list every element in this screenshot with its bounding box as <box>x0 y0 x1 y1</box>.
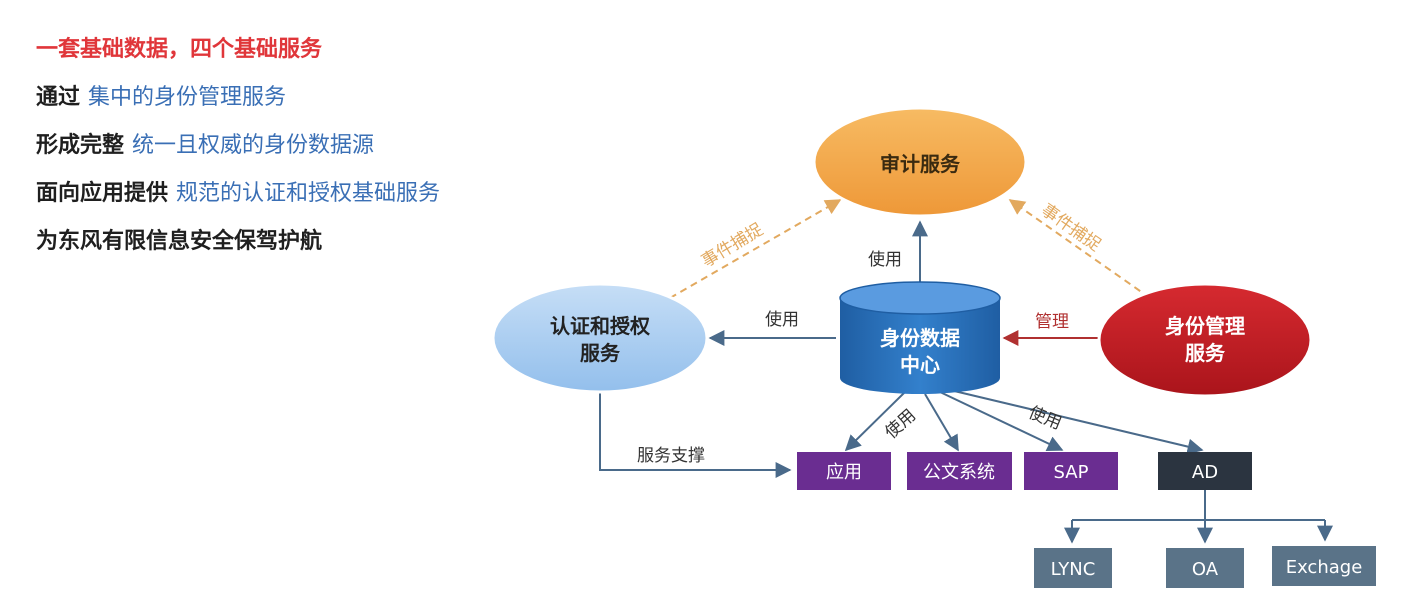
event-capture-right-label: 事件捕捉 <box>1037 200 1104 255</box>
intro-line-3-lead: 面向应用提供 <box>36 181 169 206</box>
service-support-arrow <box>599 392 792 478</box>
sap-box-label: SAP <box>1054 462 1089 483</box>
use-auth-label: 使用 <box>765 309 799 330</box>
intro-line-4: 为东风有限信息安全保驾护航 <box>36 218 440 266</box>
use-app-arrow <box>844 391 906 452</box>
manage-label: 管理 <box>1035 312 1069 332</box>
audit-service-node: 审计服务 <box>812 106 1028 218</box>
intro-line-2-lead: 形成完整 <box>36 133 125 158</box>
audit-service-label: 审计服务 <box>880 152 961 176</box>
oa-box: OA <box>1166 548 1244 588</box>
intro-text: 一套基础数据，四个基础服务 通过集中的身份管理服务 形成完整统一且权威的身份数据… <box>36 26 440 266</box>
use-ad-arrow <box>949 389 1204 455</box>
intro-line-1-lead: 通过 <box>36 85 81 110</box>
exchange-box: Exchage <box>1272 546 1376 586</box>
event-capture-left-arrow <box>669 199 842 299</box>
intro-line-3-highlight: 规范的认证和授权基础服务 <box>176 181 441 206</box>
lync-box: LYNC <box>1034 548 1112 588</box>
intro-line-1: 通过集中的身份管理服务 <box>36 74 440 122</box>
lync-box-label: LYNC <box>1051 559 1096 580</box>
event-capture-left-label: 事件捕捉 <box>698 220 767 272</box>
use-audit-label: 使用 <box>868 249 902 270</box>
auth-service-label-2: 服务 <box>580 341 621 365</box>
datacenter-cylinder-body <box>840 298 1000 394</box>
app-box-label: 应用 <box>826 462 862 483</box>
identity-management-label-1: 身份管理 <box>1165 314 1245 338</box>
identity-datacenter-node: 身份数据 中心 <box>839 281 1001 394</box>
use-docs-arrow <box>924 393 959 452</box>
docs-system-box: 公文系统 <box>907 452 1012 490</box>
ad-box-label: AD <box>1192 462 1218 483</box>
use-sap-arrow <box>939 391 1064 452</box>
app-box: 应用 <box>797 452 891 490</box>
intro-line-4-lead: 为东风有限信息安全保驾护航 <box>36 229 323 254</box>
datacenter-cylinder-top <box>839 281 1001 315</box>
headline: 一套基础数据，四个基础服务 <box>36 37 323 62</box>
oa-box-label: OA <box>1192 559 1219 580</box>
identity-management-node: 身份管理 服务 <box>1097 282 1313 398</box>
sap-box: SAP <box>1024 452 1118 490</box>
datacenter-label-2: 中心 <box>900 353 940 377</box>
auth-service-label-1: 认证和授权 <box>550 314 651 338</box>
auth-service-node: 认证和授权 服务 <box>491 282 709 394</box>
ad-box: AD <box>1158 452 1252 490</box>
intro-line-2-highlight: 统一且权威的身份数据源 <box>132 133 375 158</box>
exchange-box-label: Exchage <box>1286 557 1363 578</box>
docs-system-box-label: 公文系统 <box>923 462 995 483</box>
intro-line-2: 形成完整统一且权威的身份数据源 <box>36 122 440 170</box>
identity-management-label-2: 服务 <box>1185 341 1226 365</box>
intro-line-1-highlight: 集中的身份管理服务 <box>88 85 287 110</box>
intro-line-3: 面向应用提供规范的认证和授权基础服务 <box>36 170 440 218</box>
datacenter-label-1: 身份数据 <box>880 326 960 350</box>
service-support-label: 服务支撑 <box>637 446 705 466</box>
use-apps-label-2: 使用 <box>1025 402 1064 434</box>
event-capture-right-arrow <box>1008 199 1151 299</box>
